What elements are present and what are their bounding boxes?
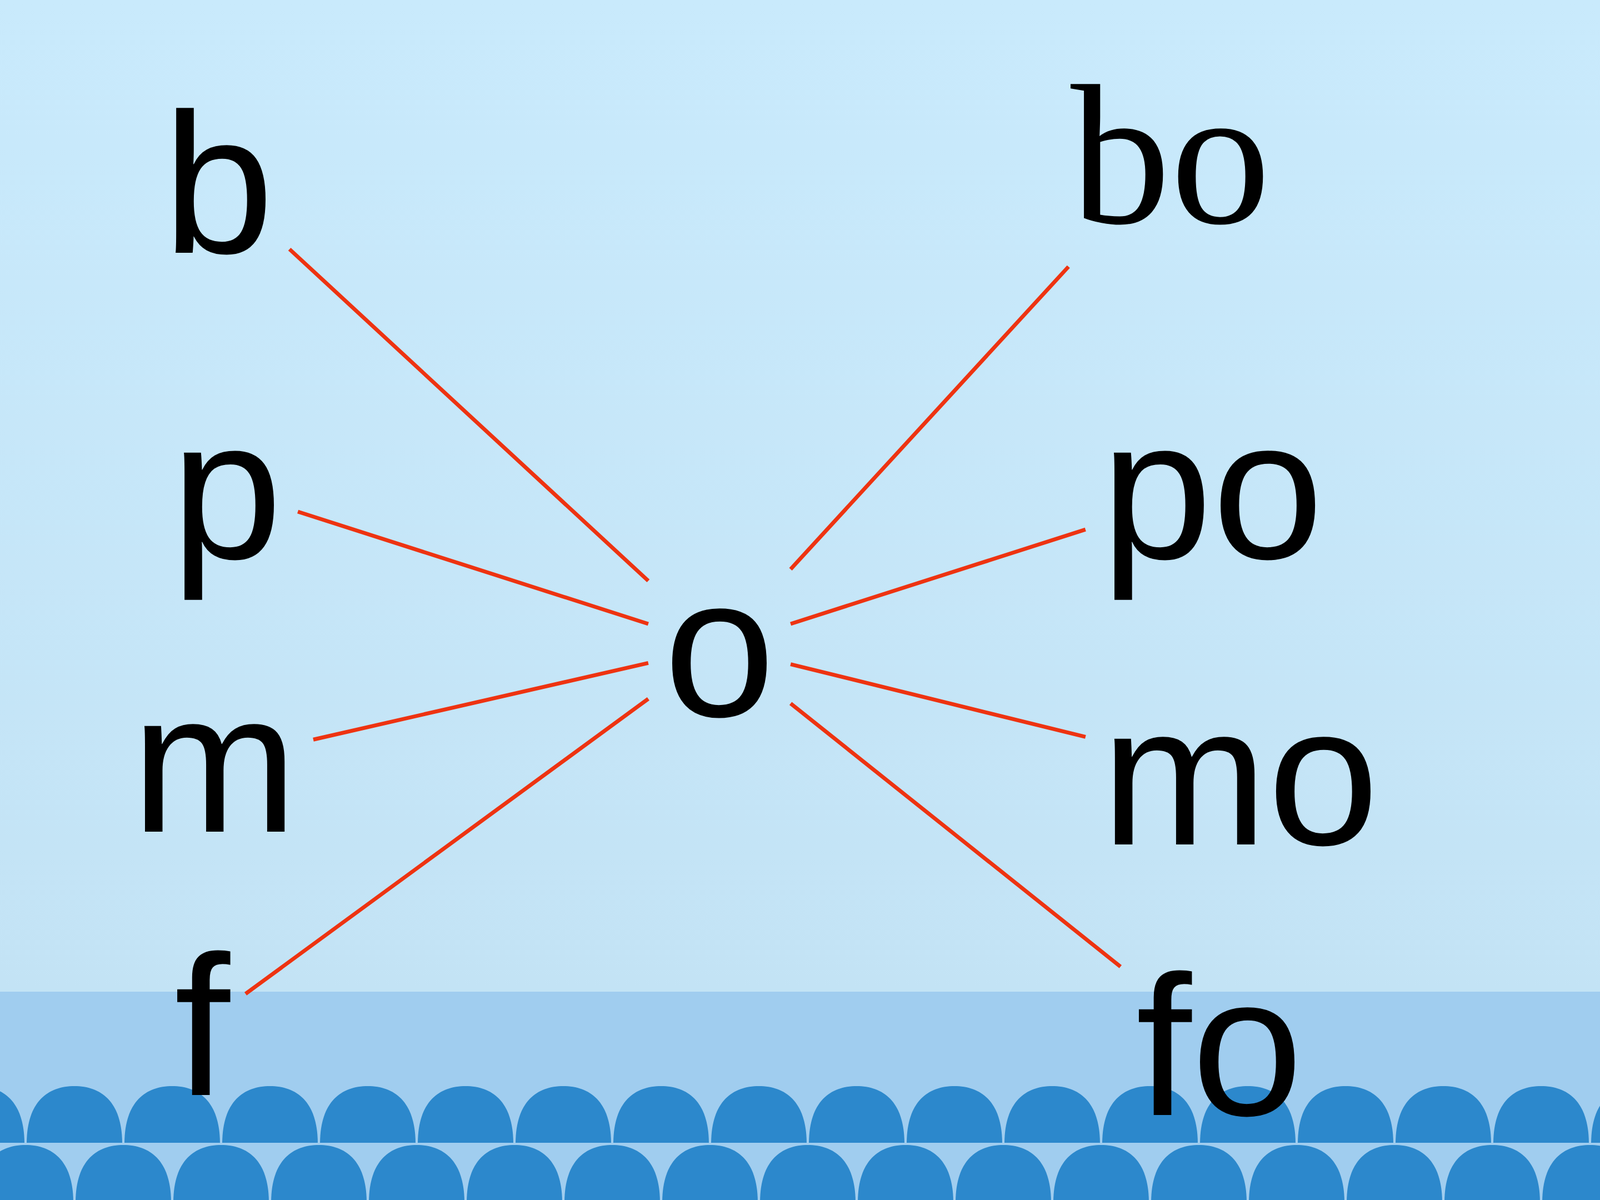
water xyxy=(0,991,1600,1200)
letter-node: mo xyxy=(1096,675,1384,875)
connector-line xyxy=(245,698,649,994)
letter-node: fo xyxy=(1131,945,1308,1146)
letter-node: p xyxy=(166,388,287,589)
letter-node: bo xyxy=(1066,55,1275,256)
letter-node: po xyxy=(1096,388,1328,589)
connector-line xyxy=(790,266,1069,570)
letter-node: o xyxy=(659,546,780,747)
wave-row xyxy=(0,1085,1600,1144)
pinyin-text: bo xyxy=(1070,55,1271,256)
pinyin-text: fo xyxy=(1136,945,1303,1146)
pinyin-text: b xyxy=(162,83,274,284)
wave-row xyxy=(0,1143,1600,1200)
connector-line xyxy=(790,703,1121,967)
letter-node: f xyxy=(170,925,235,1126)
connector-line xyxy=(297,511,649,624)
letter-node: m xyxy=(126,662,303,863)
pinyin-text: po xyxy=(1101,388,1324,589)
connector-line xyxy=(790,664,1086,738)
pinyin-text: o xyxy=(663,546,775,747)
pinyin-text: mo xyxy=(1101,675,1379,875)
pinyin-text: m xyxy=(131,662,298,863)
connector-line xyxy=(790,529,1086,624)
letter-node: b xyxy=(158,83,279,284)
connector-line xyxy=(289,248,649,581)
connector-line xyxy=(313,662,649,740)
sky xyxy=(0,0,1600,992)
pinyin-text: f xyxy=(174,925,230,1126)
pinyin-text: p xyxy=(171,388,283,589)
